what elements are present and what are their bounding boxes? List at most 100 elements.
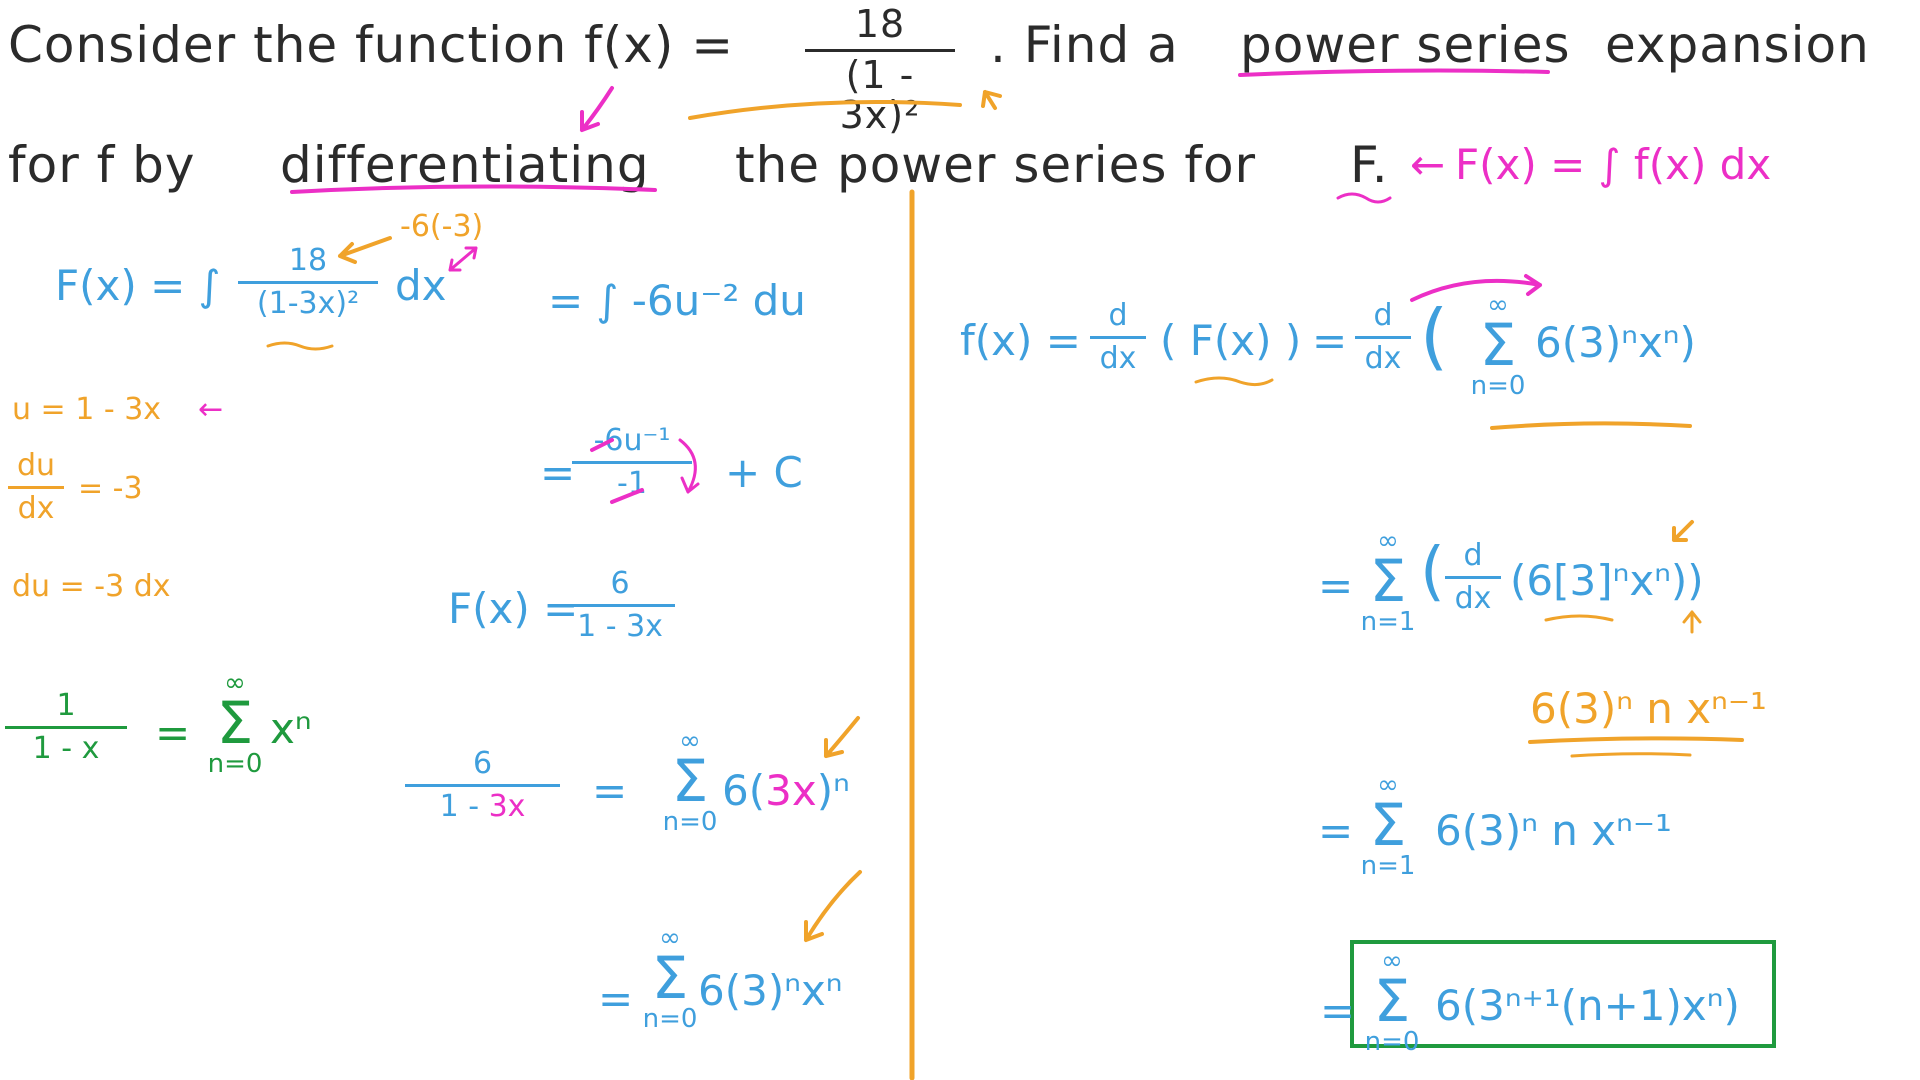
F-of-x-paren: ( F(x) ) <box>1160 316 1302 365</box>
equals-sign: = <box>598 974 634 1023</box>
sigma-lower-bound: n=0 <box>642 1004 698 1035</box>
differentiated-sigma: ∞ Σ n=1 <box>1358 772 1418 879</box>
antiderivative-fraction: -6u⁻¹ -1 <box>572 425 692 499</box>
final-sigma: ∞ Σ n=0 <box>1362 948 1422 1055</box>
series-sigma: ∞ Σ n=0 <box>660 728 720 835</box>
d-numerator: d <box>1373 298 1393 333</box>
geometric-fraction: 1 1 - x <box>5 690 127 764</box>
term-suffix: )ⁿ <box>816 766 850 815</box>
dx-denominator: dx <box>1099 340 1137 376</box>
dx-swap-arrow-icon <box>448 246 478 272</box>
antiderivative-note: F(x) = ∫ f(x) dx <box>1455 140 1772 189</box>
termwise-sigma: ∞ Σ n=1 <box>1358 528 1418 635</box>
F-result-denominator: 1 - 3x <box>577 608 663 644</box>
question-line1-start: Consider the function f(x) = <box>8 16 735 74</box>
denominator-one-minus: 1 - <box>439 788 489 824</box>
sigma-lower-bound: n=0 <box>662 807 718 838</box>
sigma-upper-bound: ∞ <box>224 668 246 698</box>
note-underline <box>1528 736 1744 744</box>
d-dx-operator: d dx <box>1355 300 1411 374</box>
F-result-fraction: 6 1 - 3x <box>565 568 675 642</box>
integrand-denominator: (1-3x)² <box>256 285 360 321</box>
integrand-fraction: 18 (1-3x)² <box>238 245 378 319</box>
sigma-lower-bound: n=0 <box>207 749 263 780</box>
F-tilde-mark <box>1336 192 1392 204</box>
sigma-lower-bound: n=0 <box>1364 1027 1420 1058</box>
fraction-bar <box>1355 335 1411 339</box>
fraction-bar <box>565 603 675 607</box>
integral-dx: dx <box>395 261 447 310</box>
expanded-term: 6(3)ⁿxⁿ <box>698 966 843 1015</box>
F-integral-lhs: F(x) = ∫ <box>55 261 221 310</box>
open-paren: ( <box>1420 535 1445 609</box>
sigma-icon: Σ <box>1373 967 1411 1035</box>
series-denominator: 1 - 3x <box>405 788 560 824</box>
term-prefix: 6( <box>722 766 766 815</box>
final-answer-term: 6(3ⁿ⁺¹(n+1)xⁿ) <box>1435 981 1740 1030</box>
differentiating-arrow-icon <box>580 86 614 132</box>
final-answer-box <box>1350 940 1776 1048</box>
dx-denominator: dx <box>17 490 55 526</box>
sigma-upper-bound: ∞ <box>659 923 681 953</box>
sigma-icon: Σ <box>216 689 254 757</box>
fraction-bar <box>1090 335 1146 339</box>
dx-denominator: dx <box>1364 340 1402 376</box>
sigma-lower-bound: n=1 <box>1360 851 1416 882</box>
du-numerator: du <box>16 448 56 483</box>
sigma-upper-bound: ∞ <box>1377 526 1399 556</box>
du-dx-fraction: du dx <box>8 450 64 524</box>
expansion-word: expansion <box>1605 16 1870 74</box>
equals-sign: = <box>540 448 576 497</box>
d-numerator: d <box>1108 298 1128 333</box>
equals-sign: = <box>1320 986 1356 1035</box>
differentiated-term: 6(3)ⁿ n xⁿ⁻¹ <box>1435 806 1672 855</box>
fraction-bar <box>805 48 955 52</box>
d-dx-operator: d dx <box>1445 540 1501 614</box>
series-term: 6(3x)ⁿ <box>722 770 850 812</box>
derivative-term: 6(3)ⁿxⁿ) <box>1535 318 1696 367</box>
fraction-bar <box>238 280 378 284</box>
note-arrow-icon: ← <box>1410 140 1446 189</box>
note-underline-short <box>1570 752 1692 758</box>
integrand-numerator: 18 <box>288 243 328 278</box>
du-relation: du = -3 dx <box>12 569 171 604</box>
differentiating-word: differentiating <box>280 136 650 194</box>
sigma-icon: Σ <box>1369 547 1407 615</box>
series-underline <box>1490 421 1692 430</box>
geometric-numerator: 1 <box>56 688 76 723</box>
du-dx-value: = -3 <box>78 471 143 506</box>
function-numerator: 18 <box>854 2 906 46</box>
equals-sign: = <box>1312 316 1348 365</box>
fraction-bar <box>5 725 127 729</box>
equals-sign: = <box>155 708 191 757</box>
antiderivative-denominator: -1 <box>617 465 647 501</box>
sigma-icon: Σ <box>1479 311 1517 379</box>
function-arrow-icon <box>981 90 1002 110</box>
function-denominator: (1 - 3x)² <box>839 52 921 137</box>
geometric-term: xⁿ <box>270 704 312 753</box>
F-of-x-squiggle <box>1194 376 1274 387</box>
fraction-bar <box>405 783 560 787</box>
function-fraction: 18 (1 - 3x)² <box>805 2 955 137</box>
sigma-lower-bound: n=0 <box>1470 371 1526 402</box>
equals-sign: = <box>592 766 628 815</box>
power-arrow-icon <box>1682 610 1702 634</box>
coefficient-note: -6(-3) <box>400 209 484 244</box>
sigma-icon: Σ <box>671 747 709 815</box>
series-fraction: 6 1 - 3x <box>405 748 560 822</box>
u-substituted-integral: = ∫ -6u⁻² du <box>548 276 806 325</box>
constant-arrow-icon <box>1672 520 1694 542</box>
antiderivative-numerator: -6u⁻¹ <box>593 423 671 458</box>
equals-sign: = <box>1318 561 1354 610</box>
expanded-sigma: ∞ Σ n=0 <box>640 925 700 1032</box>
fraction-bar <box>572 460 692 464</box>
term-3x: 3x <box>765 766 817 815</box>
F-result-lhs: F(x) = <box>448 584 579 633</box>
u-substitution: u = 1 - 3x <box>12 392 162 427</box>
F-variable: F. <box>1350 136 1389 194</box>
sigma-icon: Σ <box>651 944 689 1012</box>
series-numerator: 6 <box>472 746 493 781</box>
open-paren: ( <box>1420 294 1449 378</box>
f-derivative-lhs: f(x) = <box>960 316 1081 365</box>
question-line2-start: for f by <box>8 136 196 194</box>
